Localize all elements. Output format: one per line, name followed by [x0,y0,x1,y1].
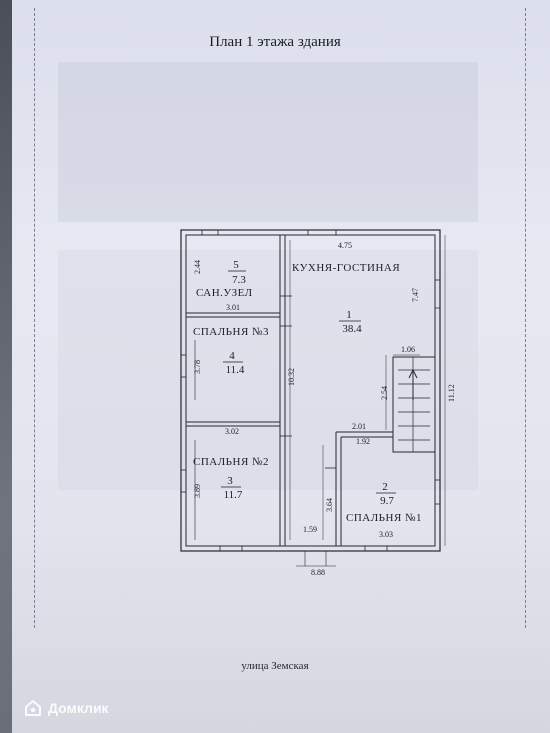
room-name: САН.УЗЕЛ [196,287,253,299]
dimension-label: 3.64 [325,498,334,512]
stair-arrow-icon [408,368,418,379]
room-number: 5 [233,259,239,271]
dimension-label: 2.01 [352,422,366,431]
window-icon [180,354,187,378]
house-logo-icon [25,700,41,716]
dimension-label: 2.54 [380,386,389,400]
dimension-label: 1.92 [356,437,370,446]
room-name: КУХНЯ-ГОСТИНАЯ [292,262,400,274]
dimension-label: 1.59 [303,525,317,534]
window-icon [434,279,441,309]
paper-sheet [12,0,550,733]
dimension-label: 4.75 [338,241,352,250]
room-area: 38.4 [342,323,362,335]
window-icon [201,229,219,236]
room-area: 7.3 [232,274,246,286]
watermark-text: Домклик [48,700,109,716]
dimension-label: 2.44 [193,260,202,274]
outer-wall-outer [180,229,441,552]
page-title: План 1 этажа здания [209,34,341,50]
room-area: 11.7 [224,489,243,501]
room-name: СПАЛЬНЯ №3 [193,326,269,338]
dimension-label: 8.88 [311,568,325,577]
room-number: 4 [229,350,235,362]
room-name: СПАЛЬНЯ №2 [193,456,269,468]
street-label: улица Земская [241,660,309,672]
dimension-label: 3.02 [225,427,239,436]
room-name: СПАЛЬНЯ №1 [346,512,422,524]
bleed-through-table [58,62,478,222]
page-frame [34,8,526,628]
domclick-watermark: Домклик [24,698,109,718]
window-icon [307,229,337,236]
window-icon [180,469,187,493]
window-icon [219,545,243,552]
dimension-label: 11.12 [447,384,456,402]
dimension-label: 3.78 [193,360,202,374]
dimension-label: 10.32 [287,368,296,386]
dimension-label: 3.89 [193,484,202,498]
stair-box [392,356,436,453]
room-number: 1 [346,309,352,321]
room-number: 2 [382,481,388,493]
room-area: 11.4 [226,364,245,376]
window-icon [434,479,441,505]
dimension-label: 3.01 [226,303,240,312]
room-number: 3 [227,475,233,487]
window-icon [364,545,388,552]
dimension-label: 3.03 [379,530,393,539]
room-area: 9.7 [380,495,394,507]
dimension-label: 7.47 [411,288,420,302]
dimension-label: 1.06 [401,345,415,354]
